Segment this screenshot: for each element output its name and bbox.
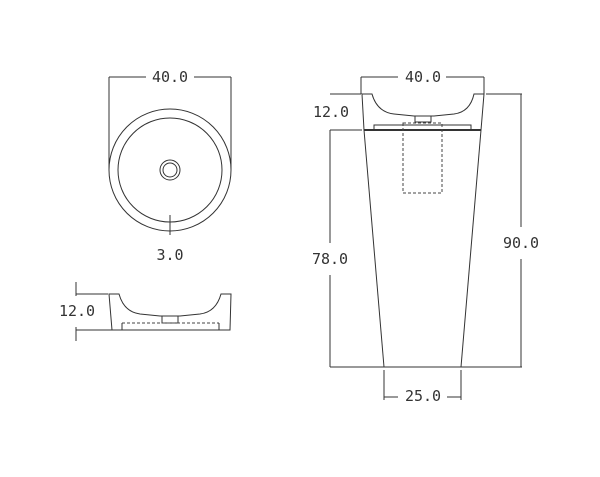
front-view-pedestal: 40.0 12.0 78.0 90.0 25.0	[312, 68, 539, 405]
top-view-width-label: 40.0	[152, 68, 188, 86]
basin-profile	[108, 293, 232, 331]
hidden-drain-pipe	[402, 122, 443, 194]
top-view: 40.0 3.0	[108, 68, 232, 264]
basin-drain	[161, 315, 179, 324]
front-basin-height-label: 12.0	[313, 103, 349, 121]
pedestal-basin-profile	[361, 93, 485, 131]
column-right-edge	[460, 129, 482, 368]
base-width-label: 25.0	[405, 387, 441, 405]
basin-outer-rim	[108, 108, 232, 232]
wall-thickness-label: 3.0	[156, 246, 183, 264]
side-height-label: 12.0	[59, 302, 95, 320]
drain-outer-icon	[159, 159, 181, 181]
total-height-label: 90.0	[503, 234, 539, 252]
pedestal-height-label: 78.0	[312, 250, 348, 268]
front-top-width-label: 40.0	[405, 68, 441, 86]
basin-inner-rim	[117, 117, 223, 223]
pedestal-drain	[414, 115, 432, 123]
drain-inner-icon	[162, 162, 178, 178]
side-view-basin: 12.0	[59, 282, 232, 341]
column-left-edge	[363, 129, 385, 368]
